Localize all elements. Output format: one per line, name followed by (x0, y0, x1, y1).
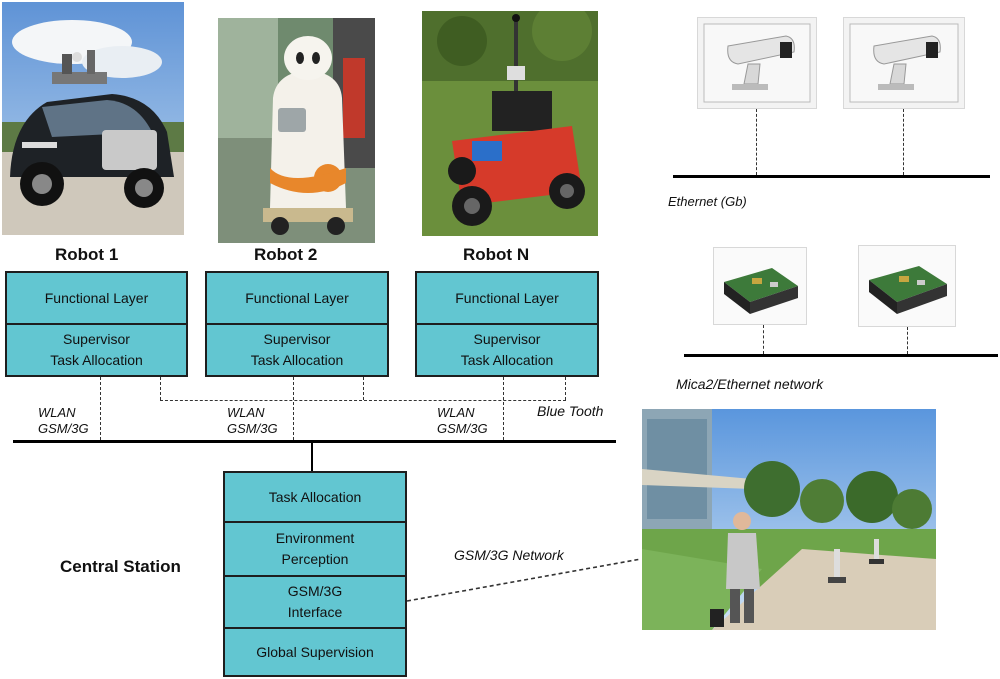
functional-layer-text: Functional Layer (44, 289, 149, 306)
mica-1-link (763, 325, 764, 354)
bluetooth-link-line (160, 400, 566, 401)
cs-gsm-interface: GSM/3G Interface (223, 575, 407, 629)
task-allocation-text: Task Allocation (50, 352, 143, 368)
robot-n-supervisor: Supervisor Task Allocation (415, 323, 599, 377)
task-allocation-text: Task Allocation (268, 488, 362, 505)
interface-text: Interface (287, 604, 343, 620)
wlan-link-robot1 (100, 377, 101, 440)
perception-text: Perception (281, 551, 349, 567)
robot-1-functional-layer: Functional Layer (5, 271, 188, 325)
security-camera-icon (849, 23, 959, 103)
wlan-link-robot2 (293, 377, 294, 440)
robot-2-supervisor: Supervisor Task Allocation (205, 323, 389, 377)
mica-2-link (907, 327, 908, 354)
ethernet-label: Ethernet (Gb) (668, 194, 747, 209)
sensor-board-icon (869, 266, 947, 314)
robot-1-label: Robot 1 (55, 245, 119, 264)
robot-2-label: Robot 2 (254, 245, 318, 264)
robot-2-photo (218, 18, 375, 243)
mica-bus (684, 354, 998, 357)
security-camera-icon (703, 23, 811, 103)
robot-2-functional-layer: Functional Layer (205, 271, 389, 325)
functional-layer-text: Functional Layer (455, 289, 559, 306)
gsm-network-link (406, 558, 642, 602)
ethernet-bus (673, 175, 990, 178)
cs-task-allocation: Task Allocation (223, 471, 407, 523)
functional-layer-text: Functional Layer (245, 289, 349, 306)
central-station-label: Central Station (60, 557, 181, 576)
gsm-text: GSM/3G (287, 583, 343, 599)
camera-1-link (756, 109, 757, 175)
central-station-connector (311, 443, 313, 471)
environment-text: Environment (275, 530, 355, 546)
main-network-bus (13, 440, 616, 443)
robot-n-functional-layer: Functional Layer (415, 271, 599, 325)
camera-2-link (903, 109, 904, 175)
supervisor-text: Supervisor (63, 331, 130, 347)
robot-n-label: Robot N (463, 245, 530, 264)
supervisor-text: Supervisor (263, 331, 331, 347)
camera-1-frame (697, 17, 817, 109)
global-supervision-text: Global Supervision (256, 643, 374, 660)
gsm-network-label: GSM/3G Network (454, 547, 564, 563)
bluetooth-link-robotn (565, 377, 566, 400)
cs-global-supervision: Global Supervision (223, 627, 407, 677)
wlan-link-robotn (503, 377, 504, 440)
cs-environment-perception: Environment Perception (223, 521, 407, 577)
sensor-board-icon (724, 268, 798, 314)
task-allocation-text: Task Allocation (250, 352, 344, 368)
mica-sensor-1 (713, 247, 807, 325)
supervisor-text: Supervisor (473, 331, 541, 347)
task-allocation-text: Task Allocation (460, 352, 554, 368)
mica-sensor-2 (858, 245, 956, 327)
mica-label: Mica2/Ethernet network (676, 376, 824, 392)
bluetooth-link-robot2 (363, 377, 364, 400)
robot-1-photo (2, 2, 184, 235)
robot-1-supervisor: Supervisor Task Allocation (5, 323, 188, 377)
camera-2-frame (843, 17, 965, 109)
robot-n-photo (422, 11, 598, 236)
bluetooth-link-robot1 (160, 377, 161, 400)
urban-scene-photo (642, 409, 936, 630)
bluetooth-label: Blue Tooth (537, 403, 604, 419)
